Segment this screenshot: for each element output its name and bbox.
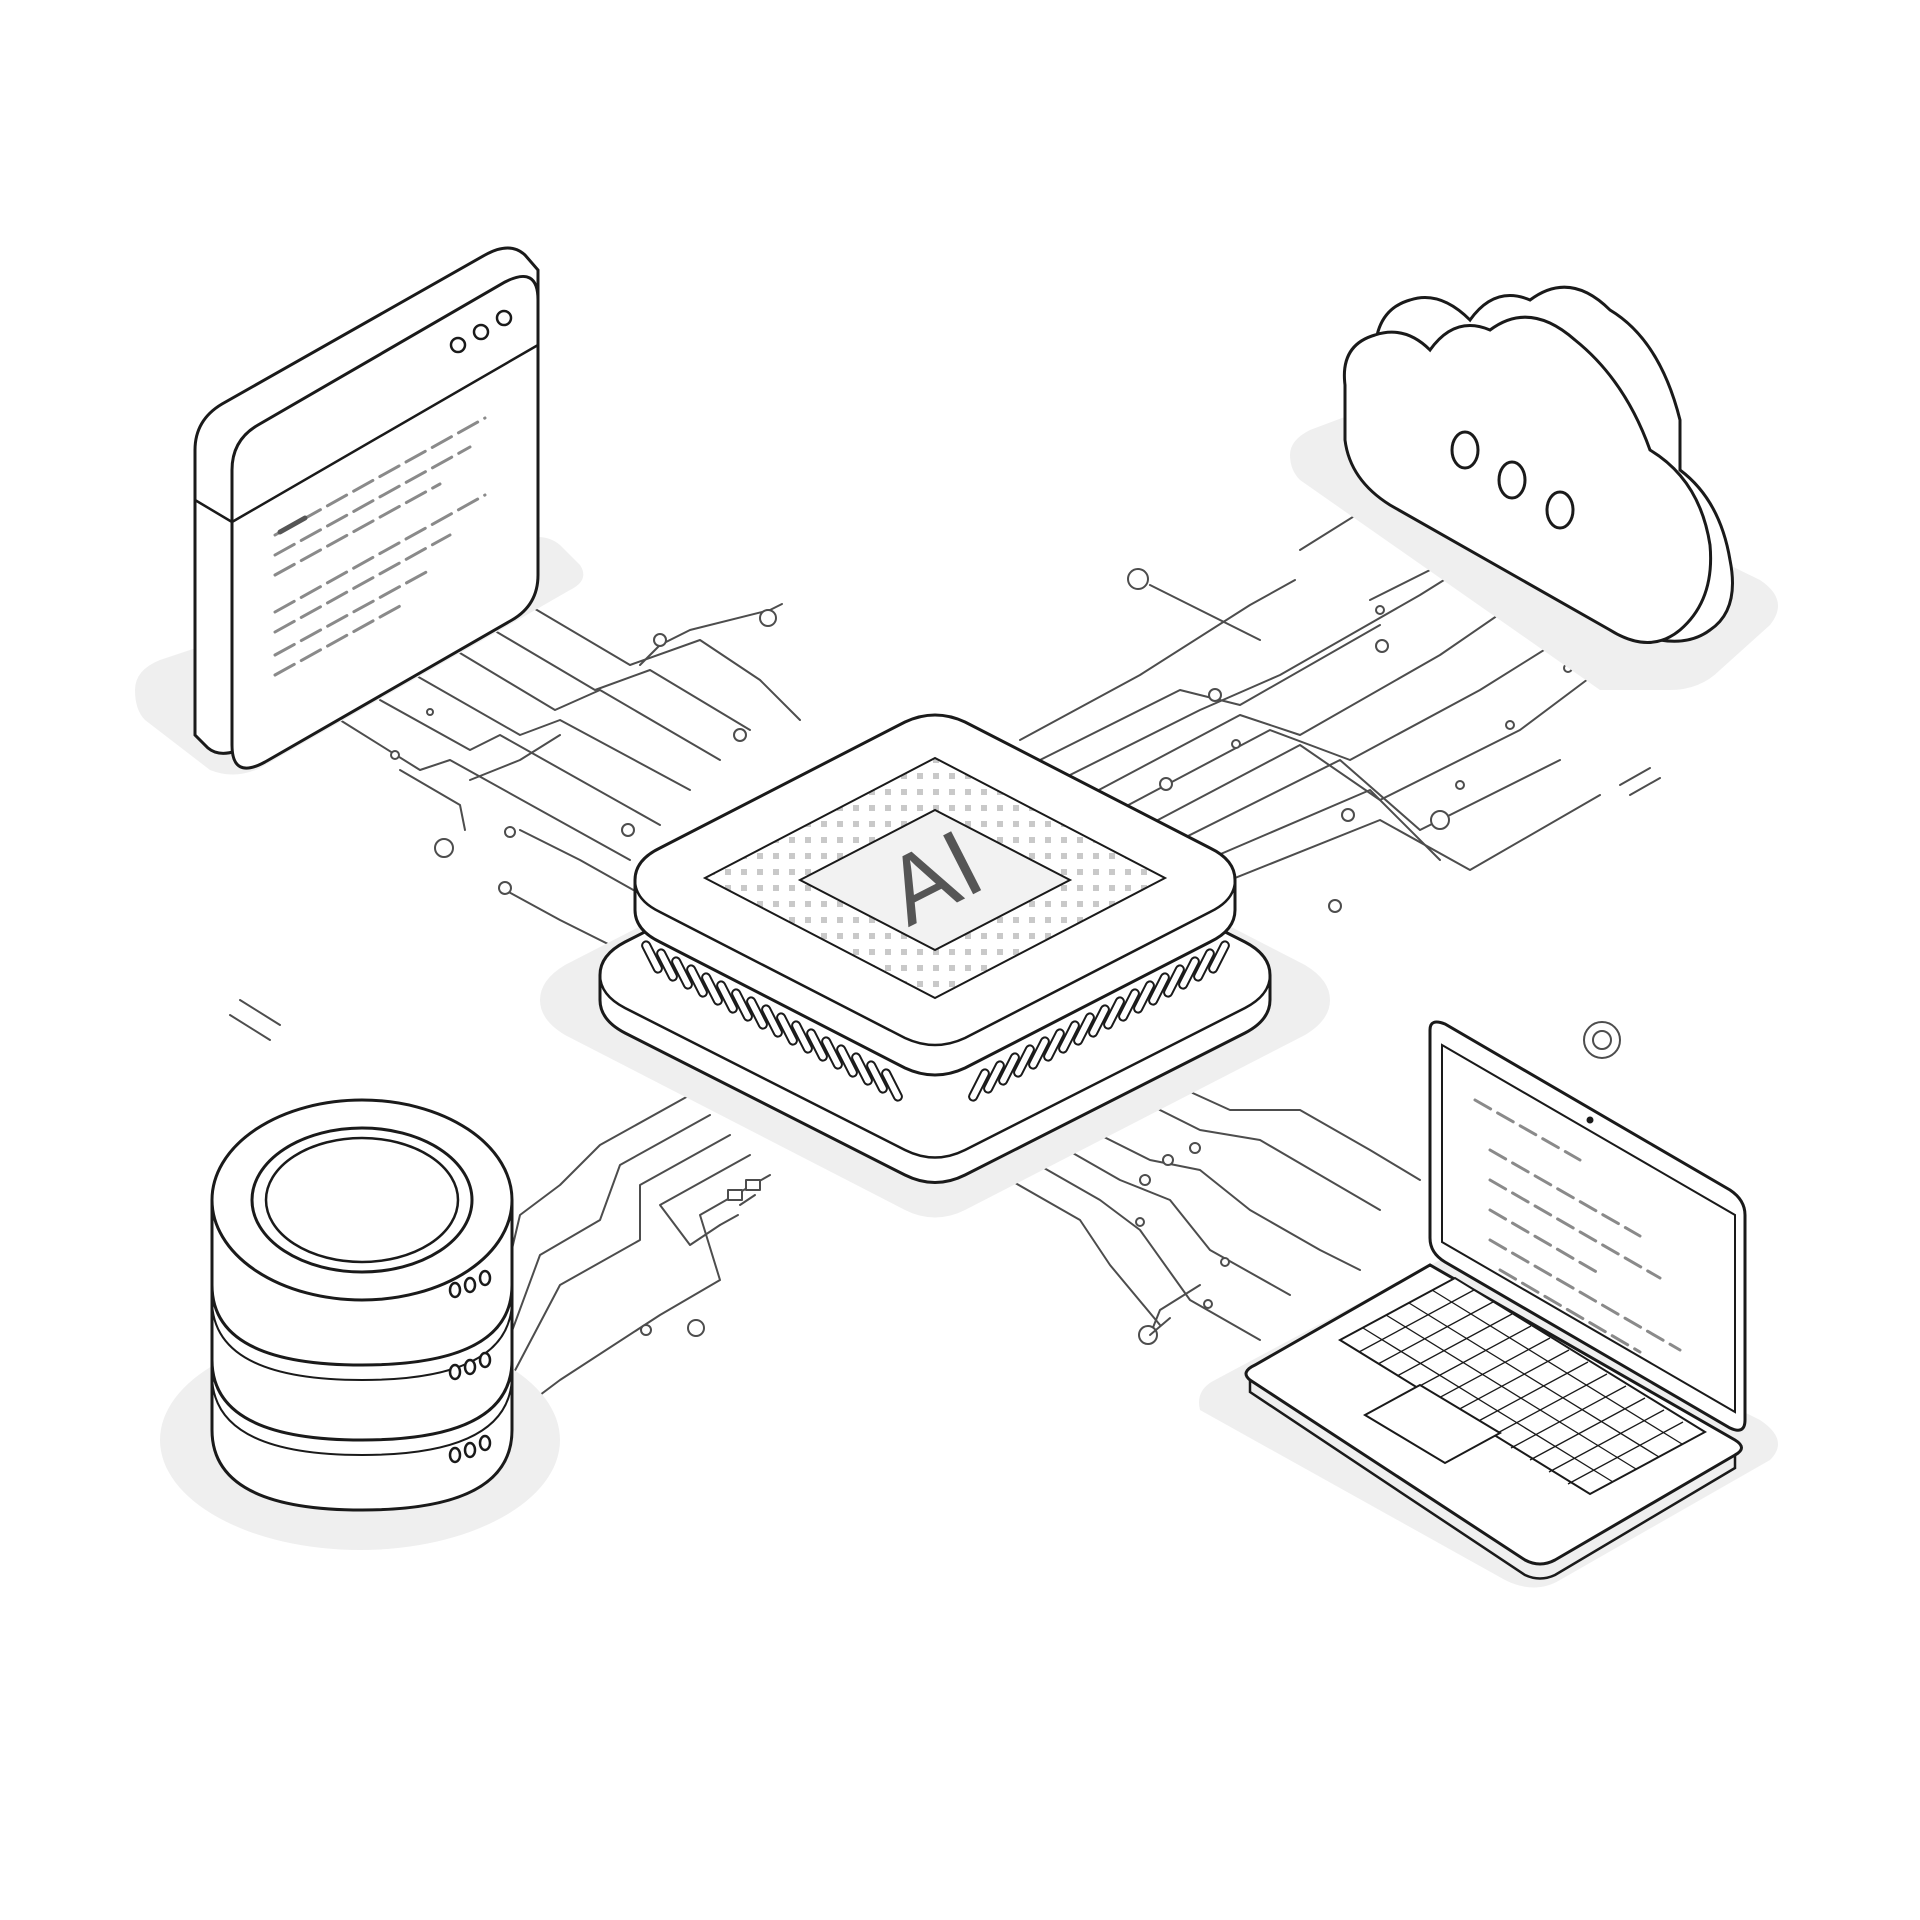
- window-dot-icon: [472, 323, 490, 341]
- database-icon: [160, 1098, 560, 1550]
- ai-chip-icon: AI: [540, 713, 1330, 1218]
- database-led-dots: [448, 1269, 492, 1464]
- laptop-keyboard: [1337, 1276, 1708, 1496]
- ring-marker-icon: [1583, 1021, 1621, 1059]
- chip-pins-right: [968, 940, 1230, 1102]
- laptop-screen-text: [1473, 1098, 1682, 1354]
- chip-pins-left: [641, 940, 903, 1102]
- cloud-icon: [1290, 285, 1778, 690]
- laptop-camera-icon: [1586, 1116, 1594, 1124]
- cloud-dot-icon: [1450, 430, 1480, 470]
- circuit-traces: [229, 499, 1661, 1411]
- window-frame: [230, 275, 540, 770]
- cloud-shape: [1342, 315, 1713, 644]
- chip-die: [797, 808, 1073, 952]
- laptop-icon: [1199, 1020, 1778, 1588]
- window-dot-icon: [449, 336, 467, 354]
- cloud-dot-icon: [1497, 460, 1527, 500]
- window-text-lines: [273, 416, 487, 677]
- browser-window-icon: [135, 246, 584, 775]
- cloud-dot-icon: [1545, 490, 1575, 530]
- window-dot-icon: [495, 309, 513, 327]
- laptop-trackpad: [1362, 1383, 1503, 1465]
